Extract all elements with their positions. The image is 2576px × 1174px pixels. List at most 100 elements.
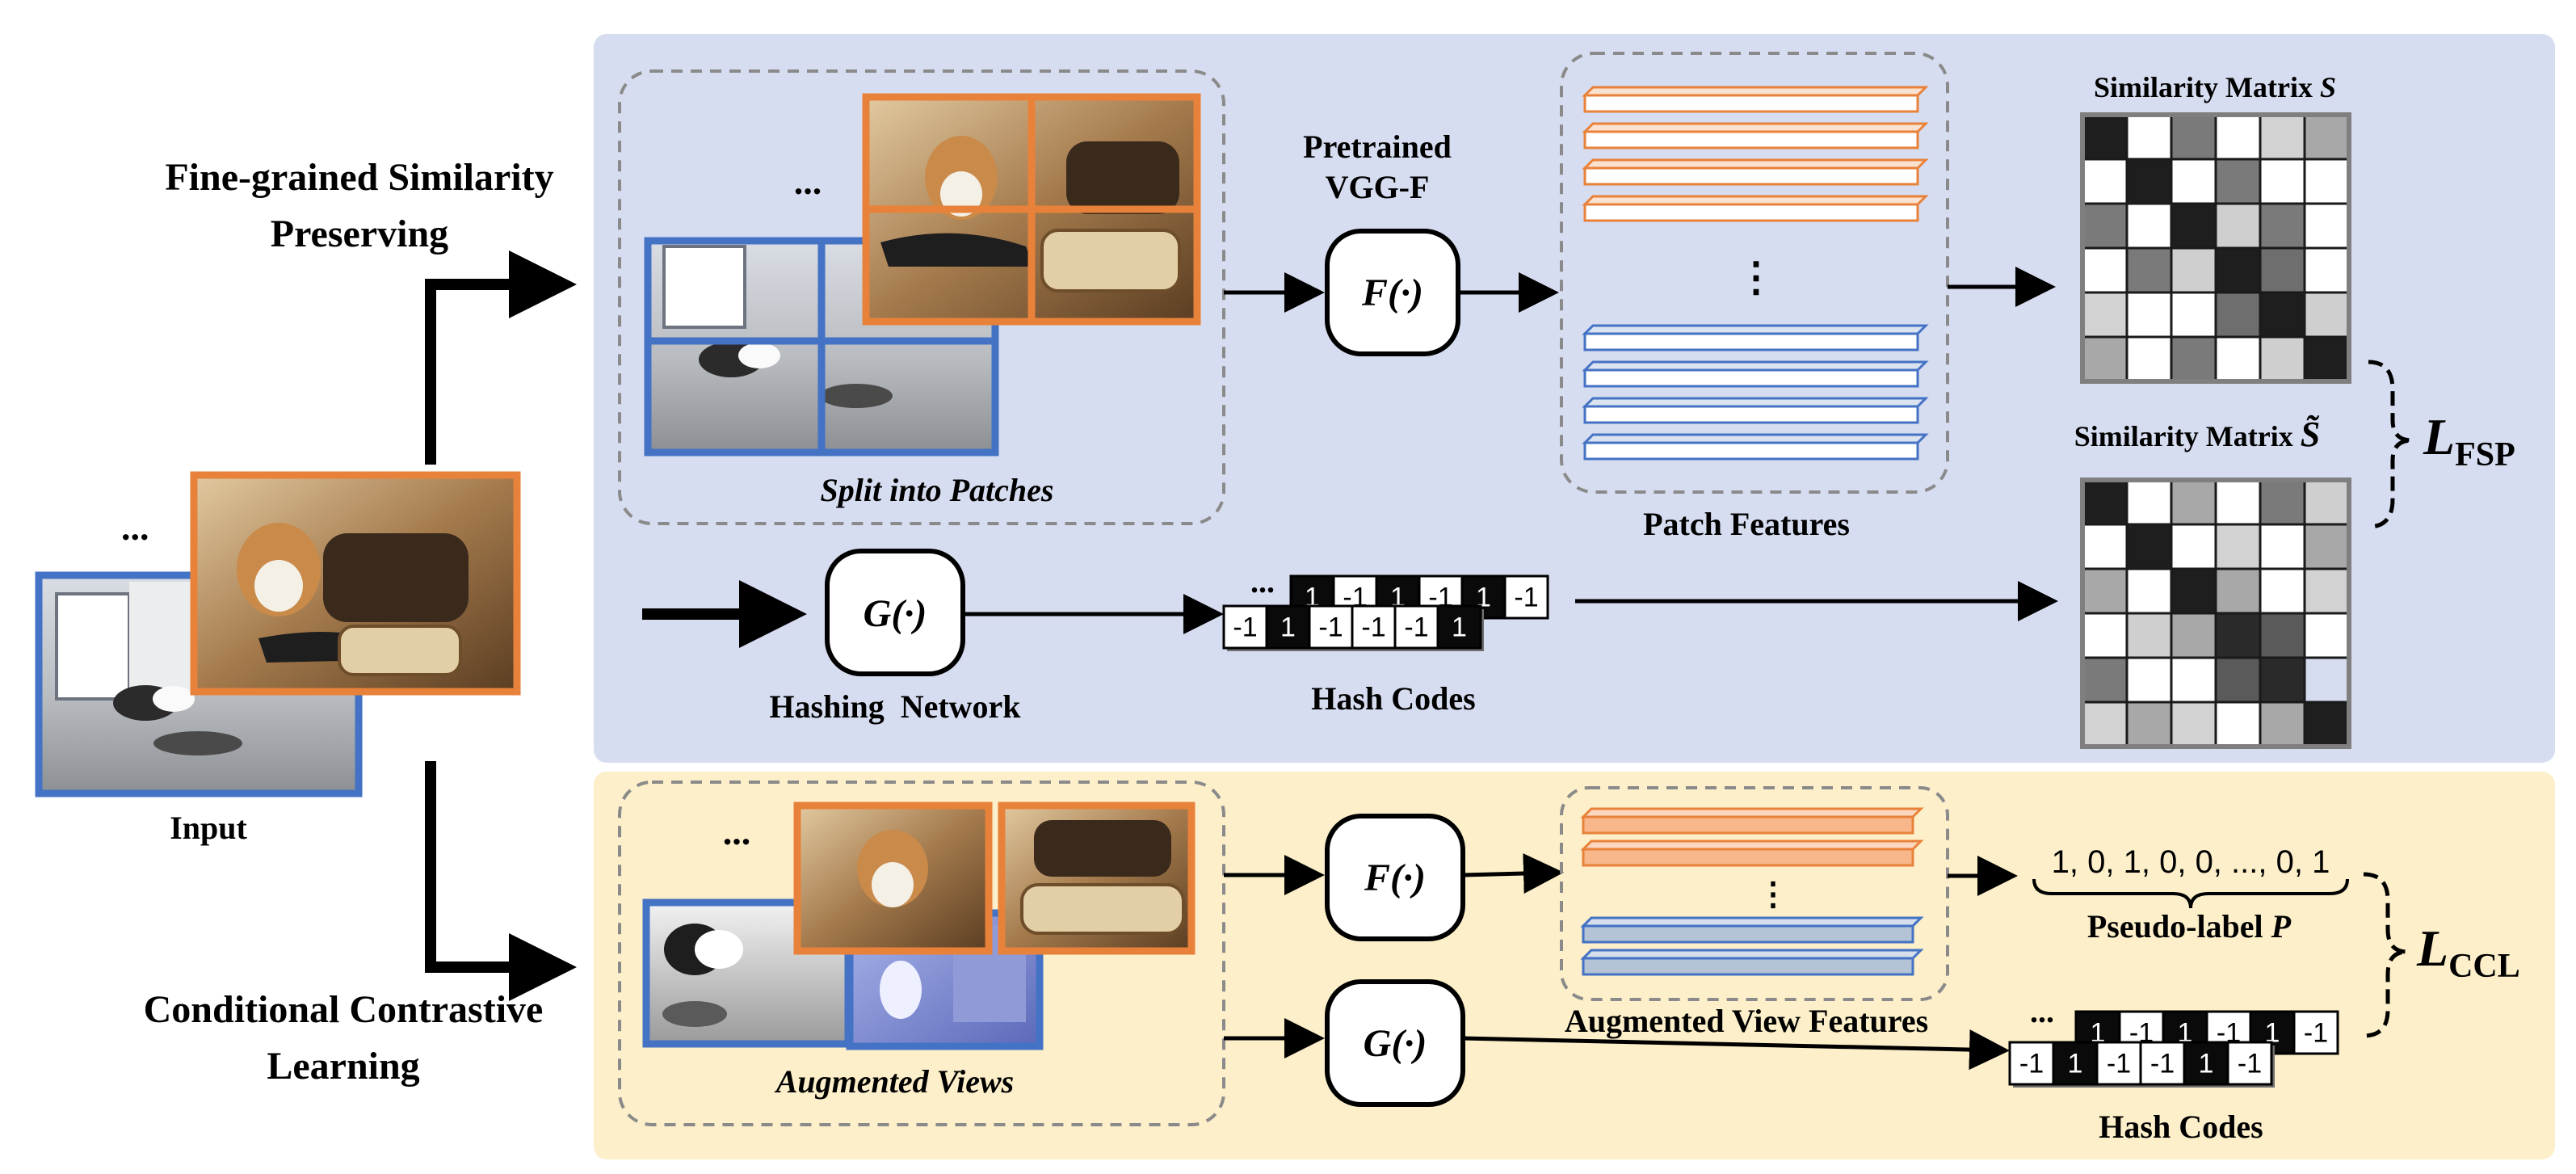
matrix-s-tilde-border	[2080, 478, 2351, 749]
matrix-s-tilde-cell	[2125, 523, 2173, 570]
matrix-s-tilde-cell	[2125, 701, 2173, 748]
matrix-s-cell	[2170, 246, 2217, 294]
augmented-view-gray	[642, 898, 852, 1048]
matrix-s-tilde-cell	[2259, 701, 2306, 748]
matrix-s-cell	[2125, 158, 2173, 205]
patch-grid-orange	[862, 93, 1201, 326]
similarity-matrix-s	[2080, 112, 2351, 384]
l-ccl-label: LCCL	[2416, 919, 2520, 985]
hash-bottom-front-cell	[2183, 1041, 2229, 1086]
hash-bottom-back-value: 1	[2265, 1017, 2280, 1048]
hash-top-front-value: 1	[1452, 612, 1467, 642]
orange-feature-bars	[1582, 86, 1929, 222]
matrix-s-tilde-cell	[2170, 612, 2217, 659]
matrix-s-tilde-cell	[2259, 612, 2306, 659]
hash-bottom-back-value: 1	[2091, 1017, 2106, 1048]
hash-top-front-value: -1	[1404, 612, 1428, 642]
augmented-ellipsis: ...	[723, 811, 751, 852]
matrix-s-cell	[2170, 113, 2217, 161]
hash-bottom-back-value: -1	[2304, 1017, 2328, 1048]
matrix-s-tilde-cell	[2214, 567, 2262, 615]
f-module-top-label: F(·)	[1361, 271, 1423, 314]
matrix-s-cell	[2170, 291, 2217, 339]
hash-top-front-value: 1	[1280, 612, 1296, 642]
pseudo-label-values: 1, 0, 1, 0, 0, ..., 0, 1	[2052, 844, 2330, 880]
matrix-s-tilde-cell	[2214, 523, 2262, 570]
matrix-s-cell	[2303, 158, 2351, 205]
matrix-s-cell	[2081, 158, 2128, 205]
input-image-front	[190, 471, 521, 696]
g-module-bottom	[1325, 979, 1465, 1107]
similarity-matrix-s-title: Similarity Matrix S	[2094, 71, 2336, 103]
matrix-s-tilde-cell	[2170, 656, 2217, 704]
matrix-s-cell	[2214, 113, 2262, 161]
blue-feature-bars	[1582, 324, 1929, 461]
matrix-s-cell	[2303, 113, 2351, 161]
hash-top-front-cell	[1436, 604, 1482, 650]
matrix-s-cell	[2303, 246, 2351, 294]
hashing-network-label: Hashing Network	[769, 688, 1021, 725]
matrix-s-cell	[2170, 202, 2217, 250]
fsp-title-line2: Preserving	[271, 212, 448, 255]
matrix-s-cell	[2303, 291, 2351, 339]
matrix-s-tilde-cell	[2125, 612, 2173, 659]
matrix-s-cell	[2125, 291, 2173, 339]
matrix-s-tilde-cell	[2303, 567, 2351, 615]
pretrained-label-line1: Pretrained	[1303, 128, 1452, 165]
input-images: ... Input	[35, 471, 521, 846]
arrow-g-to-hash-bottom	[1462, 1029, 2010, 1071]
hash-codes-bottom-label: Hash Codes	[2099, 1109, 2263, 1145]
matrix-s-tilde-cell	[2303, 656, 2351, 704]
matrix-s-cell	[2170, 158, 2217, 205]
matrix-s-tilde-cell	[2214, 701, 2262, 748]
arrow-f-to-aug-features	[1462, 853, 1564, 894]
hash-bottom-front-value: 1	[2068, 1048, 2083, 1079]
hash-bottom-front-cell	[2008, 1041, 2055, 1086]
similarity-matrix-s-tilde	[2080, 478, 2351, 749]
hash-bottom-front-value: -1	[2019, 1048, 2044, 1079]
g-module-top-label: G(·)	[864, 592, 927, 635]
matrix-s-tilde-cell	[2214, 612, 2262, 659]
matrix-s-tilde-cell	[2214, 656, 2262, 704]
pseudo-label-brace	[2032, 878, 2349, 909]
patch-features-vdots: ⋮	[1736, 255, 1776, 300]
augmented-views-label: Augmented Views	[774, 1063, 1015, 1100]
matrix-s-cell	[2259, 291, 2306, 339]
matrix-s-tilde-cell	[2170, 567, 2217, 615]
f-module-bottom-label: F(·)	[1364, 856, 1426, 899]
augmented-views-box	[618, 781, 1225, 1126]
matrix-s-tilde-cell	[2170, 478, 2217, 526]
hash-bottom-front-value: -1	[2238, 1048, 2262, 1079]
matrix-s-tilde-cell	[2259, 567, 2306, 615]
hash-bottom-front-cell	[2226, 1041, 2273, 1086]
matrix-s-cell	[2214, 335, 2262, 383]
hash-bottom-back-value: 1	[2178, 1017, 2193, 1048]
hash-top-front-value: -1	[1318, 612, 1343, 642]
matrix-s-cell	[2303, 202, 2351, 250]
matrix-s-cell	[2214, 158, 2262, 205]
matrix-s-cell	[2259, 113, 2306, 161]
matrix-s-tilde-cell	[2081, 478, 2128, 526]
matrix-s-tilde-cell	[2081, 523, 2128, 570]
matrix-s-tilde-cell	[2303, 701, 2351, 748]
branch-arrow-up	[425, 250, 577, 465]
matrix-s-tilde-cell	[2259, 523, 2306, 570]
hash-top-back-cell	[1503, 574, 1549, 620]
ccl-title-line1: Conditional Contrastive	[144, 988, 544, 1031]
matrix-s-tilde-cell	[2081, 612, 2128, 659]
matrix-s-cell	[2259, 246, 2306, 294]
matrix-s-tilde-cell	[2303, 612, 2351, 659]
similarity-matrix-s-tilde-title: Similarity Matrix S̃	[2074, 414, 2320, 454]
matrix-s-cell	[2125, 246, 2173, 294]
matrix-s-tilde-cell	[2170, 523, 2217, 570]
input-label: Input	[170, 810, 247, 846]
matrix-s-cell	[2081, 291, 2128, 339]
matrix-s-cell	[2214, 202, 2262, 250]
matrix-s-cell	[2081, 335, 2128, 383]
hash-codes-bottom-ellipsis: ...	[2030, 993, 2054, 1029]
matrix-s-cell	[2125, 202, 2173, 250]
branch-arrow-down	[425, 761, 577, 1001]
